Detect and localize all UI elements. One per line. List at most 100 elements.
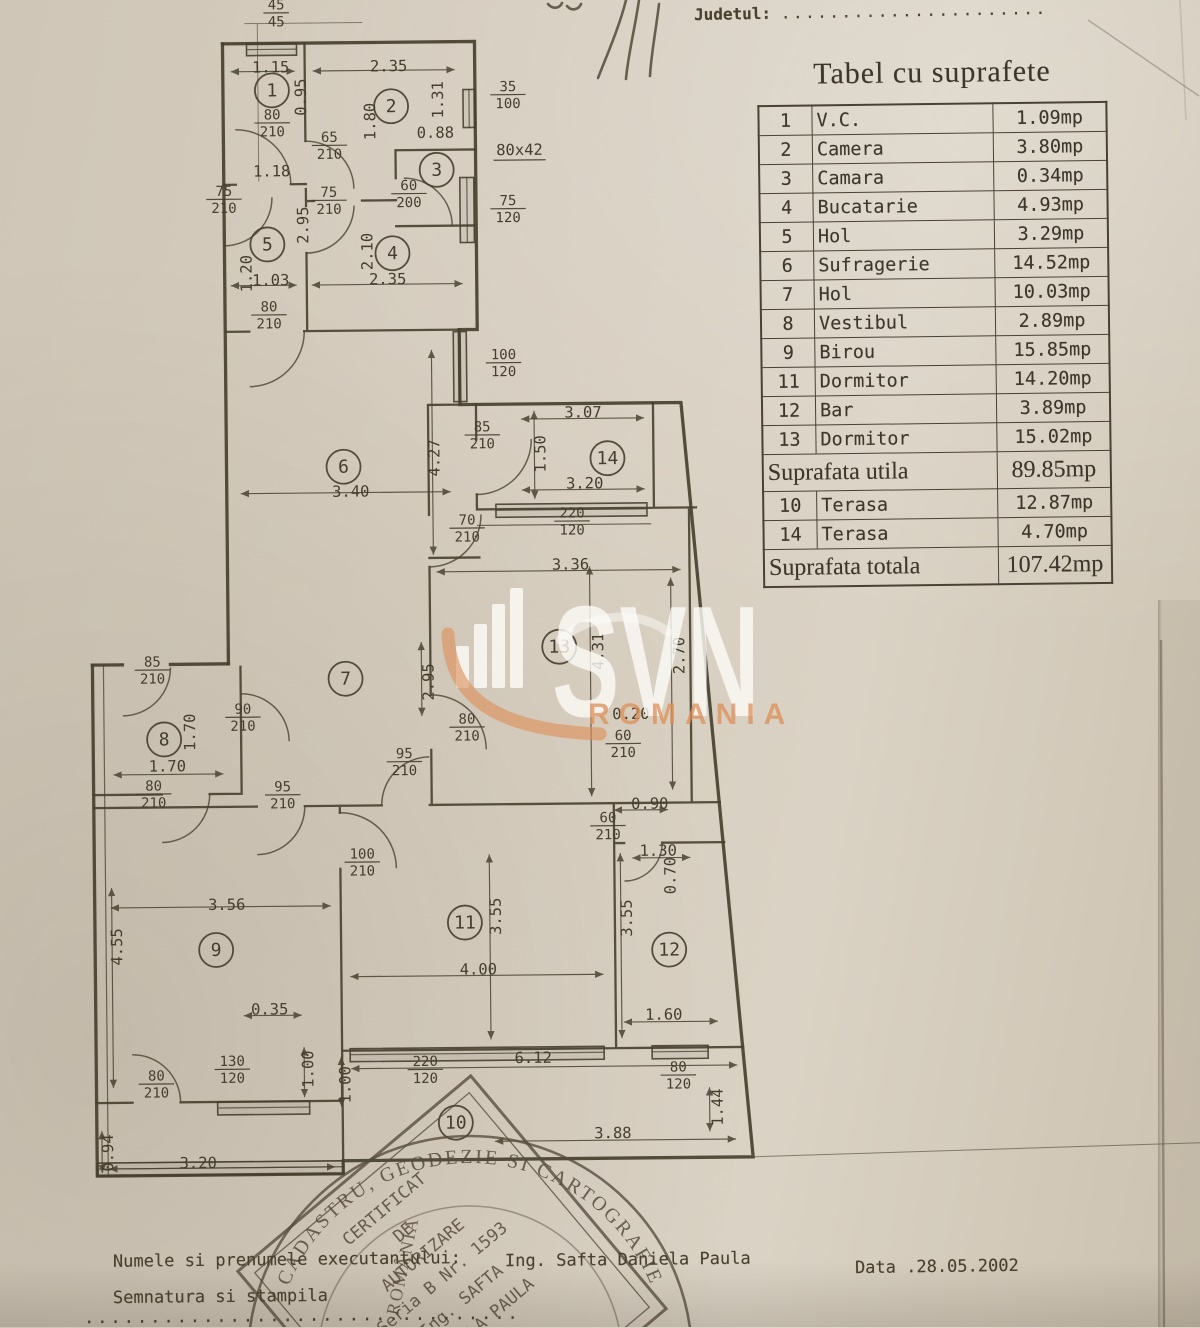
svg-text:0.35: 0.35 bbox=[251, 1000, 288, 1018]
dimension-label: 1.60 bbox=[645, 1005, 682, 1023]
svg-text:75: 75 bbox=[320, 185, 337, 201]
svg-text:0.94: 0.94 bbox=[99, 1134, 117, 1171]
svg-text:210: 210 bbox=[392, 763, 417, 779]
svg-text:3.55: 3.55 bbox=[618, 899, 636, 936]
svg-text:210: 210 bbox=[316, 202, 341, 218]
dimension-label: 1.00 bbox=[336, 1066, 354, 1103]
dimension-label: 3.20 bbox=[179, 1154, 216, 1172]
svg-text:210: 210 bbox=[270, 796, 295, 812]
svg-text:80: 80 bbox=[458, 711, 475, 727]
room-number: 9 bbox=[199, 933, 233, 967]
room-number: 8 bbox=[147, 722, 181, 756]
svg-text:65: 65 bbox=[321, 130, 338, 146]
dimension-label: 3.55 bbox=[487, 898, 505, 935]
svg-text:210: 210 bbox=[350, 863, 375, 879]
svg-text:220: 220 bbox=[559, 505, 584, 521]
svg-text:210: 210 bbox=[454, 529, 479, 545]
dimension-label: 1.70 bbox=[181, 713, 199, 750]
room-number: 11 bbox=[448, 905, 482, 939]
room-number: 6 bbox=[326, 450, 360, 484]
svg-text:1.80: 1.80 bbox=[361, 103, 379, 140]
date-value: Data .28.05.2002 bbox=[855, 1256, 1019, 1278]
svg-text:210: 210 bbox=[260, 124, 285, 140]
dimension-label: 80x42 bbox=[493, 141, 545, 160]
svg-text:6.12: 6.12 bbox=[514, 1049, 551, 1067]
svg-text:1.50: 1.50 bbox=[531, 435, 549, 472]
svg-text:210: 210 bbox=[256, 316, 281, 332]
svg-text:80: 80 bbox=[264, 107, 281, 123]
svg-text:1.60: 1.60 bbox=[645, 1005, 682, 1023]
svg-text:210: 210 bbox=[140, 671, 165, 687]
svg-text:1.03: 1.03 bbox=[252, 271, 289, 289]
svg-text:9: 9 bbox=[211, 940, 222, 961]
executor-name-value: Ing. Safta Daniela Paula bbox=[505, 1249, 751, 1272]
dimension-label: 2.35 bbox=[369, 270, 406, 288]
svg-text:45: 45 bbox=[268, 14, 285, 30]
svg-text:6: 6 bbox=[338, 457, 349, 478]
svg-text:75: 75 bbox=[499, 193, 516, 209]
watermark-region: ROMANIA bbox=[588, 698, 794, 731]
svg-text:12: 12 bbox=[658, 940, 680, 961]
dimension-label: 1.00 bbox=[299, 1050, 317, 1087]
svg-text:2.95: 2.95 bbox=[419, 663, 437, 700]
svg-text:1.18: 1.18 bbox=[253, 162, 290, 180]
svg-text:210: 210 bbox=[144, 1085, 169, 1101]
svg-text:200: 200 bbox=[396, 195, 421, 211]
svg-text:210: 210 bbox=[470, 436, 495, 452]
svg-text:100: 100 bbox=[495, 96, 520, 112]
room-number: 5 bbox=[250, 227, 284, 261]
signature-dotted-line: ................................. bbox=[84, 1304, 521, 1328]
svg-text:0.90: 0.90 bbox=[631, 795, 668, 813]
dimension-label: 3.20 bbox=[566, 474, 603, 492]
svg-text:100: 100 bbox=[491, 347, 516, 363]
dimension-label: 1.70 bbox=[149, 757, 186, 775]
room-number: 1 bbox=[255, 73, 289, 107]
svg-text:0.88: 0.88 bbox=[417, 124, 454, 142]
dimension-label: 0.94 bbox=[99, 1134, 117, 1171]
svg-text:80: 80 bbox=[260, 299, 277, 315]
watermark-bars-icon bbox=[456, 588, 523, 688]
svg-text:3.40: 3.40 bbox=[332, 482, 369, 500]
svg-text:120: 120 bbox=[559, 522, 584, 538]
svg-text:210: 210 bbox=[230, 719, 255, 735]
svg-text:14: 14 bbox=[597, 448, 619, 469]
room-number: 14 bbox=[590, 441, 624, 475]
svg-text:0.95: 0.95 bbox=[292, 78, 310, 115]
room-number: 4 bbox=[375, 236, 409, 270]
svg-text:45: 45 bbox=[268, 0, 285, 13]
svg-text:80: 80 bbox=[145, 778, 162, 794]
dimension-label: 4.55 bbox=[108, 928, 126, 965]
svg-text:11: 11 bbox=[454, 912, 476, 933]
dimension-label: 4.27 bbox=[425, 439, 443, 476]
svg-text:120: 120 bbox=[413, 1071, 438, 1087]
outer-wall-left bbox=[222, 44, 228, 664]
dimension-label: 0.90 bbox=[631, 795, 668, 813]
svg-text:5: 5 bbox=[262, 234, 273, 255]
table-title: Tabel cu suprafete bbox=[757, 54, 1107, 92]
dimension-label: 2.95 bbox=[419, 663, 437, 700]
dimension-label: 3.56 bbox=[208, 896, 245, 914]
